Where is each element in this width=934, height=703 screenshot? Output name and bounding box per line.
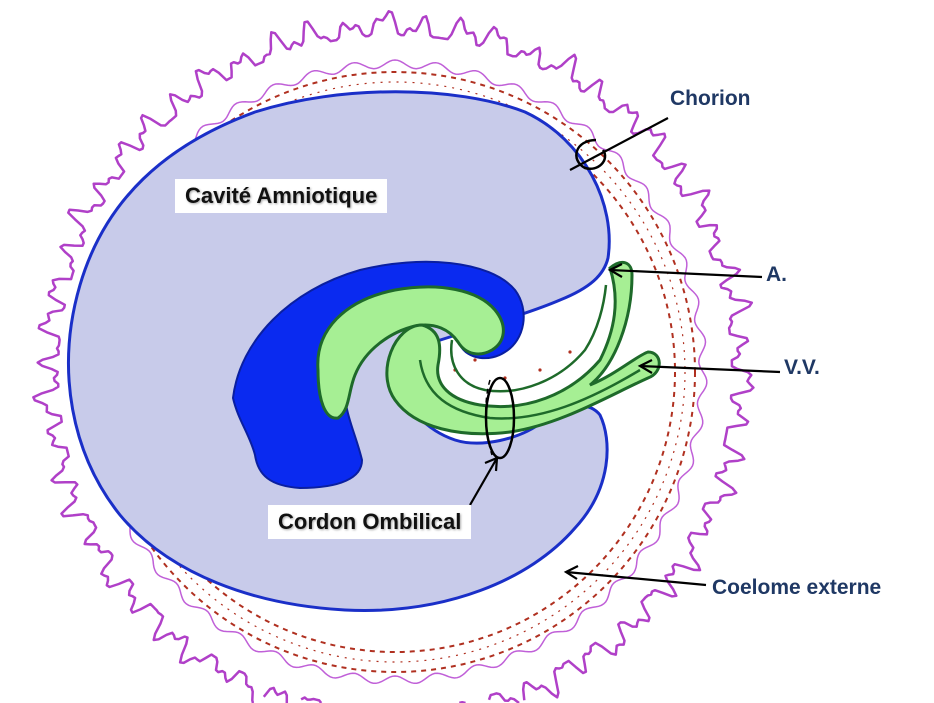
cord-inner-lumen-2 [418,359,641,420]
chorionic-villi [32,10,755,703]
label-cavite-amniotique: Cavité Amniotique [175,179,388,213]
umbilical-cord-outer [385,260,661,436]
label-cordon-ombilical: Cordon Ombilical [268,505,472,539]
label-vesicule-vitelline: V.V. [784,356,820,379]
cordon-arrow-line [469,457,498,506]
embryo-body [316,285,505,420]
vesicule-arrowhead [637,359,653,374]
cord-dot [473,358,477,362]
chorion-pointer [569,117,669,171]
vesicule-arrow-line [639,364,781,374]
chorion-loop-marker [575,138,607,171]
annotation-arrows [469,117,781,587]
dot-ring [104,81,686,663]
coelome-arrow-line [565,570,707,587]
label-chorion: Chorion [670,87,751,110]
label-coelome-externe: Coelome externe [712,576,882,599]
cordon-arrowhead [484,456,499,472]
label-artere: A. [766,263,787,286]
cord-section-dash [484,379,493,456]
cord-dot [568,350,572,354]
artere-arrowhead [607,263,623,278]
cord-dot [538,368,542,372]
artere-arrow-line [609,268,763,279]
cord-inner-lumen [450,284,608,393]
dot-ring [114,91,676,653]
coelome-arrowhead [563,565,579,580]
